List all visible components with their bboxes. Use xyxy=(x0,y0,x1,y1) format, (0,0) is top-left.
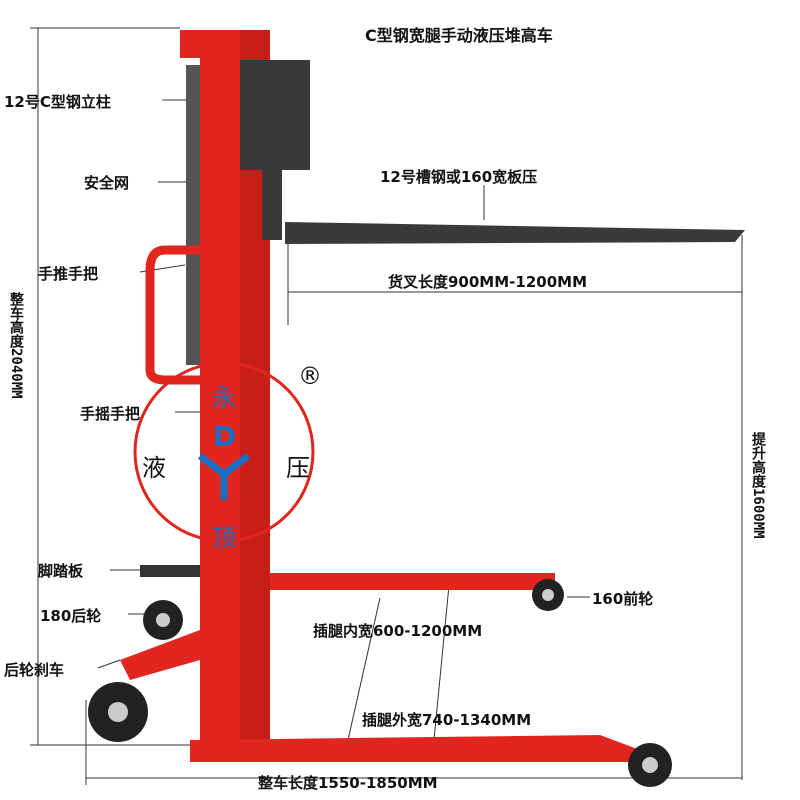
logo-bottom: 顶 xyxy=(212,524,236,552)
logo-right: 压 xyxy=(286,454,310,482)
fork xyxy=(285,222,745,244)
label-rear-wheel: 180后轮 xyxy=(40,607,102,625)
front-leg-outer xyxy=(190,735,640,762)
logo-top: 永 xyxy=(212,384,236,412)
logo-ring xyxy=(133,361,315,543)
label-rear-brake: 后轮刹车 xyxy=(4,661,65,679)
label-fork-material: 12号槽钢或160宽板压 xyxy=(380,168,538,186)
label-total-height: 整车高度2040MM xyxy=(8,292,24,399)
label-safety-net: 安全网 xyxy=(84,174,130,192)
label-inner-width: 插腿内宽600-1200MM xyxy=(313,622,483,640)
title: C型钢宽腿手动液压堆高车 xyxy=(365,26,553,45)
label-push-handle: 手推手把 xyxy=(38,265,99,283)
label-pump-handle: 手摇手把 xyxy=(80,405,141,423)
push-handle xyxy=(145,245,200,385)
label-total-length: 整车长度1550-1850MM xyxy=(258,774,438,792)
label-outer-width: 插腿外宽740-1340MM xyxy=(362,711,532,729)
label-front-wheel: 160前轮 xyxy=(592,590,654,608)
label-column: 12号C型钢立柱 xyxy=(4,93,111,111)
front-leg-inner xyxy=(270,573,555,590)
mast-left xyxy=(200,30,240,750)
label-fork-length: 货叉长度900MM-1200MM xyxy=(388,273,587,291)
logo-left: 液 xyxy=(142,454,166,482)
safety-net xyxy=(186,65,204,365)
registered-mark: ® xyxy=(298,362,322,390)
pedal xyxy=(140,565,200,577)
label-pedal: 脚踏板 xyxy=(38,562,84,580)
label-lift-height: 提升高度1600MM xyxy=(750,432,766,539)
logo-center: D xyxy=(213,420,237,453)
